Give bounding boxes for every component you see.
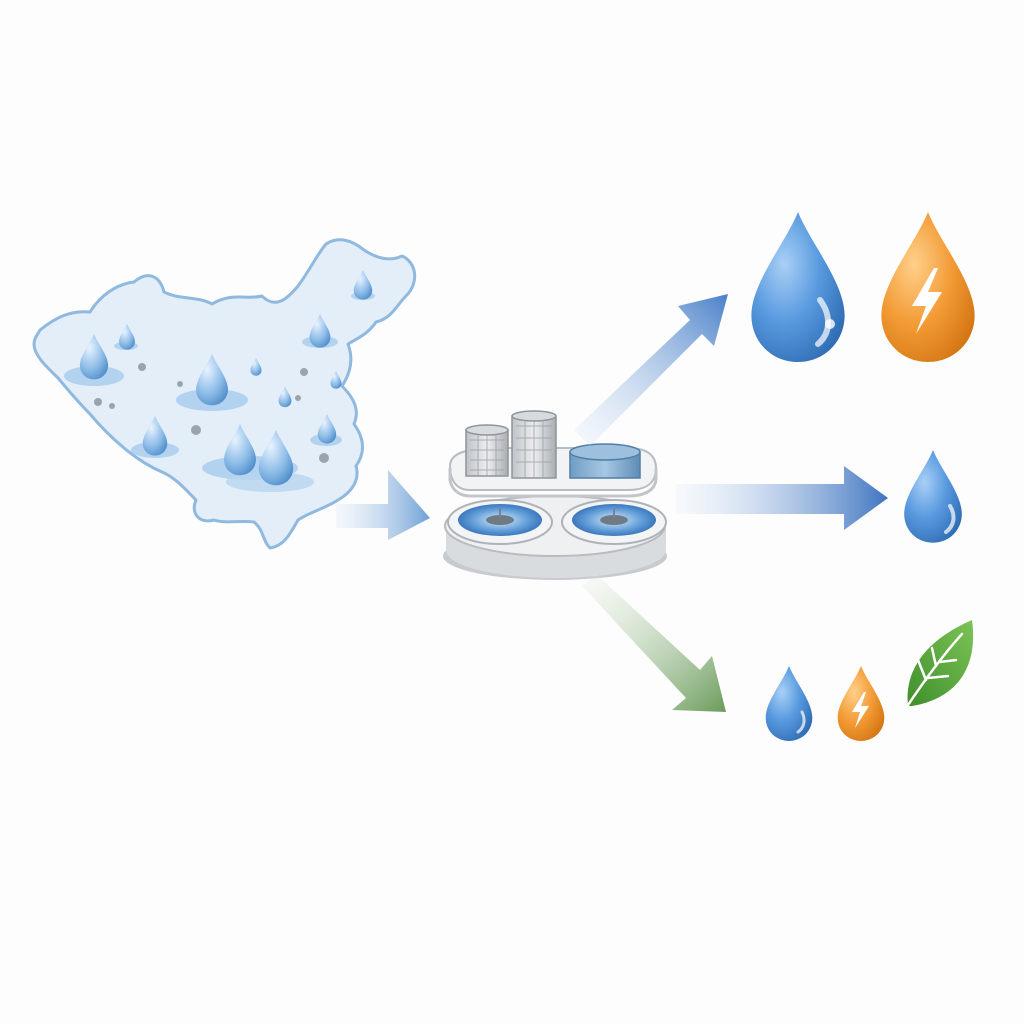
arrow-right [676, 466, 888, 530]
output-water-energy-leaf [765, 620, 974, 741]
arrow-down-right [582, 574, 726, 712]
arrow-up-right [574, 294, 728, 446]
clarifier-basin [561, 499, 667, 545]
lightning-bolt-icon [912, 268, 942, 334]
source-map [32, 238, 417, 550]
output-water [904, 450, 962, 543]
arrow-to-plant [336, 470, 430, 540]
water-drop-icon [904, 450, 962, 543]
output-water-energy [751, 212, 975, 362]
leaf-veins [904, 632, 964, 710]
water-drop-icon [765, 666, 813, 741]
clarifier-basin [447, 499, 553, 545]
water-drop-icon [751, 212, 845, 362]
map-specks [94, 363, 329, 463]
water-treatment-plant-icon [443, 410, 667, 580]
lightning-bolt-icon [852, 692, 869, 728]
